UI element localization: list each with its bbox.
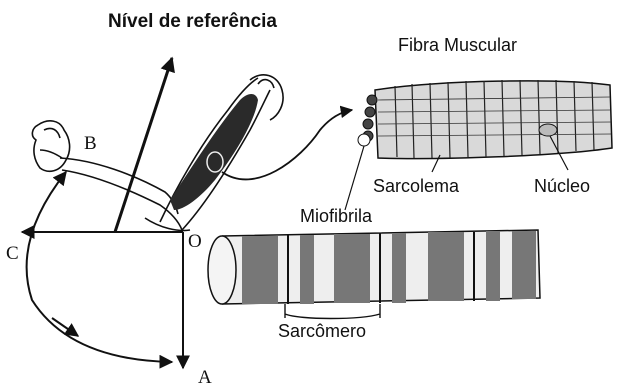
muscle-fiber-bundle <box>375 80 612 159</box>
myofibril-label: Miofibrila <box>300 207 372 225</box>
myofibril-cylinder <box>208 230 540 304</box>
muscle-fiber-label: Fibra Muscular <box>398 36 517 54</box>
point-a-label: A <box>198 368 212 387</box>
point-o-label: O <box>188 232 202 251</box>
nucleus-label: Núcleo <box>534 177 590 195</box>
point-b-label: B <box>84 134 97 153</box>
point-c-label: C <box>6 244 19 263</box>
leader-myofibril <box>345 146 364 210</box>
reference-arrow <box>115 58 172 232</box>
reference-level-label: Nível de referência <box>108 12 277 31</box>
sarcomere-bracket <box>285 304 380 319</box>
sarcomere-label: Sarcômero <box>278 322 366 340</box>
sarcolemma-label: Sarcolema <box>373 177 459 195</box>
myofibril-ends <box>358 95 377 146</box>
